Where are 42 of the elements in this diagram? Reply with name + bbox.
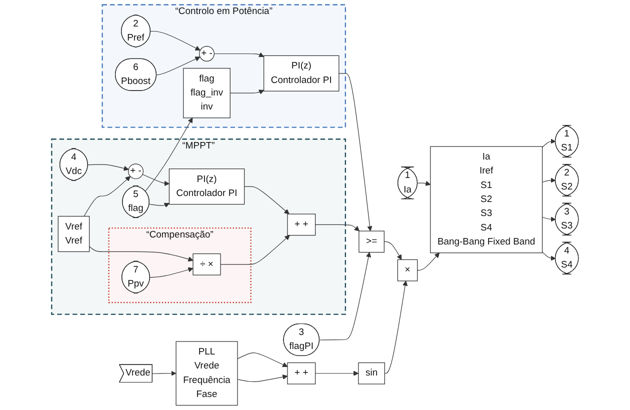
node-box: Vref Vref xyxy=(58,216,90,252)
arrow xyxy=(417,252,440,271)
node-box: Ia Iref S1 S2 S3 S4 Bang-Bang Fixed Band xyxy=(430,146,543,254)
arrow xyxy=(315,370,359,376)
arrow xyxy=(150,30,200,51)
arrow xyxy=(237,352,288,368)
arrow xyxy=(148,202,170,208)
arrow xyxy=(88,164,129,171)
node-box: sin xyxy=(358,362,385,384)
node-box: >= xyxy=(358,230,384,253)
arrow xyxy=(315,224,360,232)
arrow xyxy=(542,138,556,148)
node-box: PLL Vrede Frequência Fase xyxy=(176,341,238,406)
arrow xyxy=(220,235,290,265)
arrow xyxy=(542,178,556,183)
arrow xyxy=(338,73,372,232)
arrow xyxy=(89,246,194,262)
arrow xyxy=(384,241,402,260)
arrow xyxy=(542,216,556,222)
node-box: × xyxy=(397,259,418,282)
arrow xyxy=(142,174,170,186)
node-box: flag flag_inv inv xyxy=(183,68,230,118)
node-box: ÷ × xyxy=(192,253,221,276)
node-circle: + - xyxy=(128,164,144,180)
arrow xyxy=(230,90,264,94)
arrow xyxy=(542,252,556,261)
arrow xyxy=(150,267,194,278)
arrow xyxy=(214,52,264,58)
arrow xyxy=(237,374,288,382)
node-box: + + xyxy=(287,362,316,384)
arrow xyxy=(152,370,176,376)
arrow xyxy=(144,118,193,192)
arrow xyxy=(319,252,372,340)
node-box: PI(z) Controlador PI xyxy=(168,168,245,205)
node-box: + + xyxy=(287,214,316,236)
node-box: PI(z) Controlador PI xyxy=(264,55,340,92)
arrow xyxy=(84,176,131,217)
arrow xyxy=(417,180,431,186)
node-circle: + - xyxy=(199,46,214,62)
arrow xyxy=(244,186,290,214)
arrow xyxy=(384,280,408,374)
arrow xyxy=(156,56,200,76)
